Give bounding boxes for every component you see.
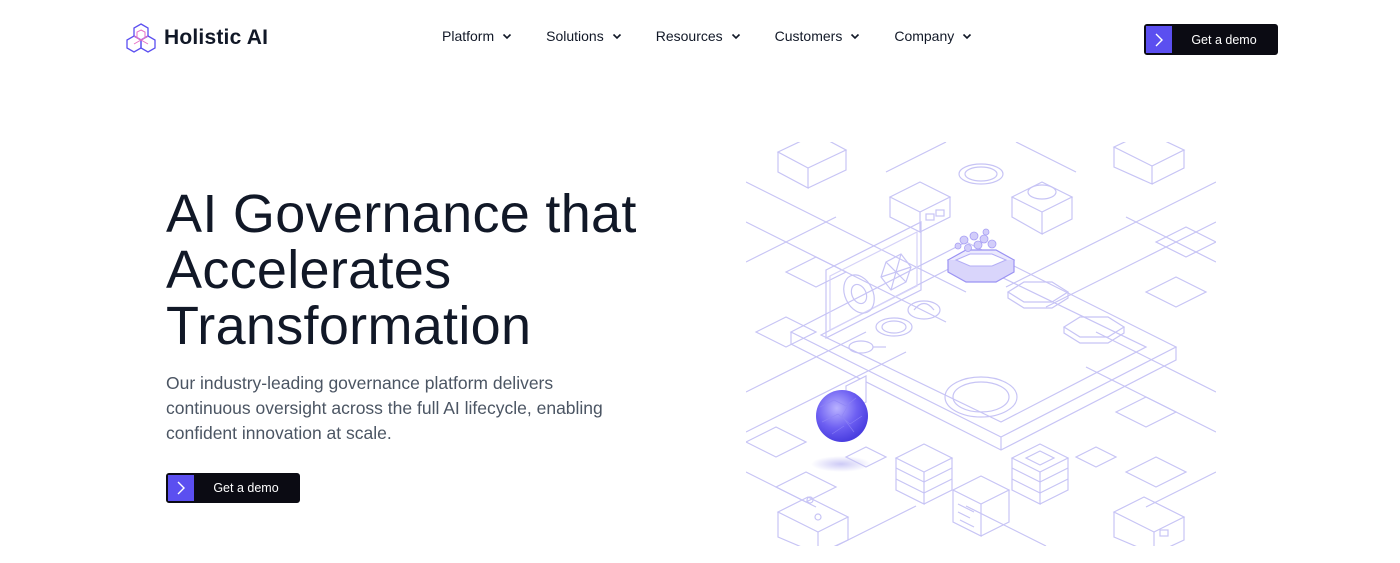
chevron-right-icon xyxy=(177,481,185,495)
chevron-down-icon xyxy=(851,33,860,40)
hero-description: Our industry-leading governance platform… xyxy=(166,373,603,443)
nav-label: Solutions xyxy=(546,28,604,44)
hero-title-line: AI Governance that xyxy=(166,184,637,244)
hero-get-demo-button[interactable]: Get a demo xyxy=(166,473,300,503)
hero-title-line: Transformation xyxy=(166,296,532,356)
chevron-down-icon xyxy=(503,33,512,40)
logo-icon xyxy=(126,23,156,53)
nav-label: Company xyxy=(894,28,955,44)
chevron-right-icon xyxy=(1155,33,1163,46)
button-label: Get a demo xyxy=(213,481,279,495)
nav-resources[interactable]: Resources xyxy=(656,28,741,44)
main-nav: Platform Solutions Resources Customers C… xyxy=(442,28,972,44)
button-label: Get a demo xyxy=(1191,32,1257,47)
site-header: Holistic AI Platform Solutions Resources… xyxy=(0,0,1400,78)
nav-platform[interactable]: Platform xyxy=(442,28,512,44)
arrow-box xyxy=(168,475,194,501)
nav-company[interactable]: Company xyxy=(894,28,972,44)
logo-text: Holistic AI xyxy=(164,26,269,49)
chevron-down-icon xyxy=(612,33,621,40)
header-get-demo-button[interactable]: Get a demo xyxy=(1144,24,1278,55)
hero-title: AI Governance that Accelerates Transform… xyxy=(166,186,686,354)
logo-link[interactable]: Holistic AI xyxy=(124,21,268,55)
nav-solutions[interactable]: Solutions xyxy=(546,28,622,44)
arrow-box xyxy=(1146,26,1172,53)
nav-label: Customers xyxy=(774,28,843,44)
chevron-down-icon xyxy=(731,33,740,40)
chevron-down-icon xyxy=(963,33,972,40)
nav-customers[interactable]: Customers xyxy=(775,28,861,44)
isometric-platform-illustration: a xyxy=(746,142,1216,546)
nav-label: Resources xyxy=(655,28,723,44)
nav-label: Platform xyxy=(442,28,495,44)
hero-title-line: Accelerates xyxy=(166,240,452,300)
